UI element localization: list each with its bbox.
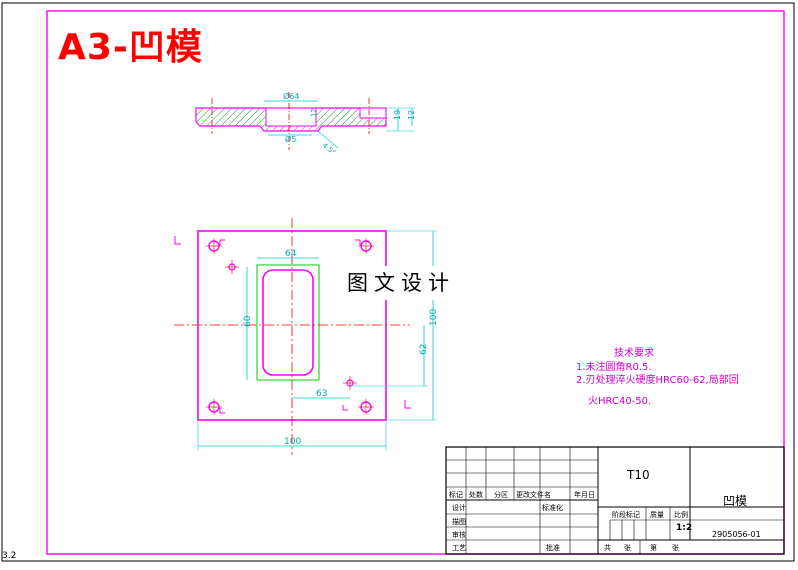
- dim-overall-height: 100: [429, 309, 439, 326]
- dim-offset-x: 63: [316, 389, 327, 399]
- tech-req-line-1: 1.未注圆角R0.5.: [576, 362, 652, 373]
- watermark-label: 图文设计: [325, 266, 477, 300]
- section-cavity: [265, 107, 317, 127]
- dim-small: 12: [310, 108, 318, 117]
- tb-label-total: 共: [604, 544, 611, 552]
- corner-mark-bl: [219, 408, 225, 414]
- dim-overall-width: 100: [284, 437, 301, 447]
- tb-label-weight: 质量: [650, 511, 664, 519]
- tb-label-change-doc: 更改文件名: [516, 491, 551, 499]
- title-block: [445, 446, 785, 555]
- hole-bottom-left: [206, 399, 222, 415]
- section-view: Ø64 Ø5 19 12 12 4.5°: [195, 91, 416, 157]
- tb-label-standard: 标准化: [542, 504, 563, 512]
- outer-border: [1, 2, 795, 562]
- dim-h12: 12: [407, 110, 416, 120]
- section-marker-left: [174, 236, 181, 245]
- dim-angle-leader: [317, 130, 339, 149]
- drawing-number: 2905056-01: [712, 530, 761, 539]
- drawing-title: A3-凹模: [58, 27, 203, 68]
- tb-label-sheet-2: 张: [672, 544, 679, 552]
- corner-mark: 3.2: [2, 551, 17, 561]
- tb-label-check: 审核: [452, 531, 466, 539]
- section-step: [359, 107, 387, 119]
- pin-hole-1: [225, 260, 239, 274]
- scale-value: 1:2: [676, 523, 693, 533]
- tb-label-mark: 标记: [449, 491, 463, 499]
- tb-label-count: 处数: [469, 491, 483, 499]
- dim-offset-y: 62: [419, 344, 429, 355]
- tech-req-heading: 技术要求: [614, 348, 654, 359]
- part-name: 凹模: [723, 494, 748, 508]
- material-label: T10: [627, 468, 650, 482]
- hole-bottom-right: [358, 399, 374, 415]
- dim-cavity-height: 60: [243, 315, 253, 327]
- tb-label-scale: 比例: [674, 511, 688, 519]
- tb-label-no: 第: [650, 544, 657, 552]
- tb-label-process: 工艺: [452, 544, 466, 552]
- corner-mark-tr: [355, 239, 361, 245]
- tb-label-sheet: 张: [624, 544, 631, 552]
- tb-label-stage: 阶段标记: [612, 511, 640, 519]
- dim-bottom: Ø5: [285, 134, 296, 144]
- tech-req-line-2: 2.刃处理淬火硬度HRC60-62,局部回: [576, 375, 739, 386]
- tb-label-design: 设计: [452, 504, 466, 512]
- tb-label-approve: 批准: [546, 544, 560, 552]
- section-marker-right: [404, 400, 411, 409]
- pin-hole-2: [343, 376, 357, 390]
- hole-top-left: [206, 238, 222, 254]
- tech-req-line-3: 火HRC40-50.: [588, 396, 652, 407]
- dim-angle: 4.5°: [321, 141, 337, 157]
- corner-mark-tl: [219, 239, 225, 245]
- tb-label-draw: 描图: [452, 518, 466, 526]
- cavity-outer: [256, 264, 320, 381]
- hole-top-right: [358, 238, 374, 254]
- dim-cavity-width: 64: [285, 249, 297, 259]
- cavity-inner: [262, 269, 314, 376]
- tb-label-date: 年月日: [574, 491, 595, 499]
- corner-mark-br: [342, 405, 348, 411]
- dim-h19: 19: [393, 110, 402, 120]
- plan-view: 64 60 100 62 63 100: [174, 218, 439, 455]
- tb-label-zone: 分区: [494, 491, 508, 499]
- inner-border: [46, 10, 785, 555]
- dim-width: Ø64: [283, 91, 299, 101]
